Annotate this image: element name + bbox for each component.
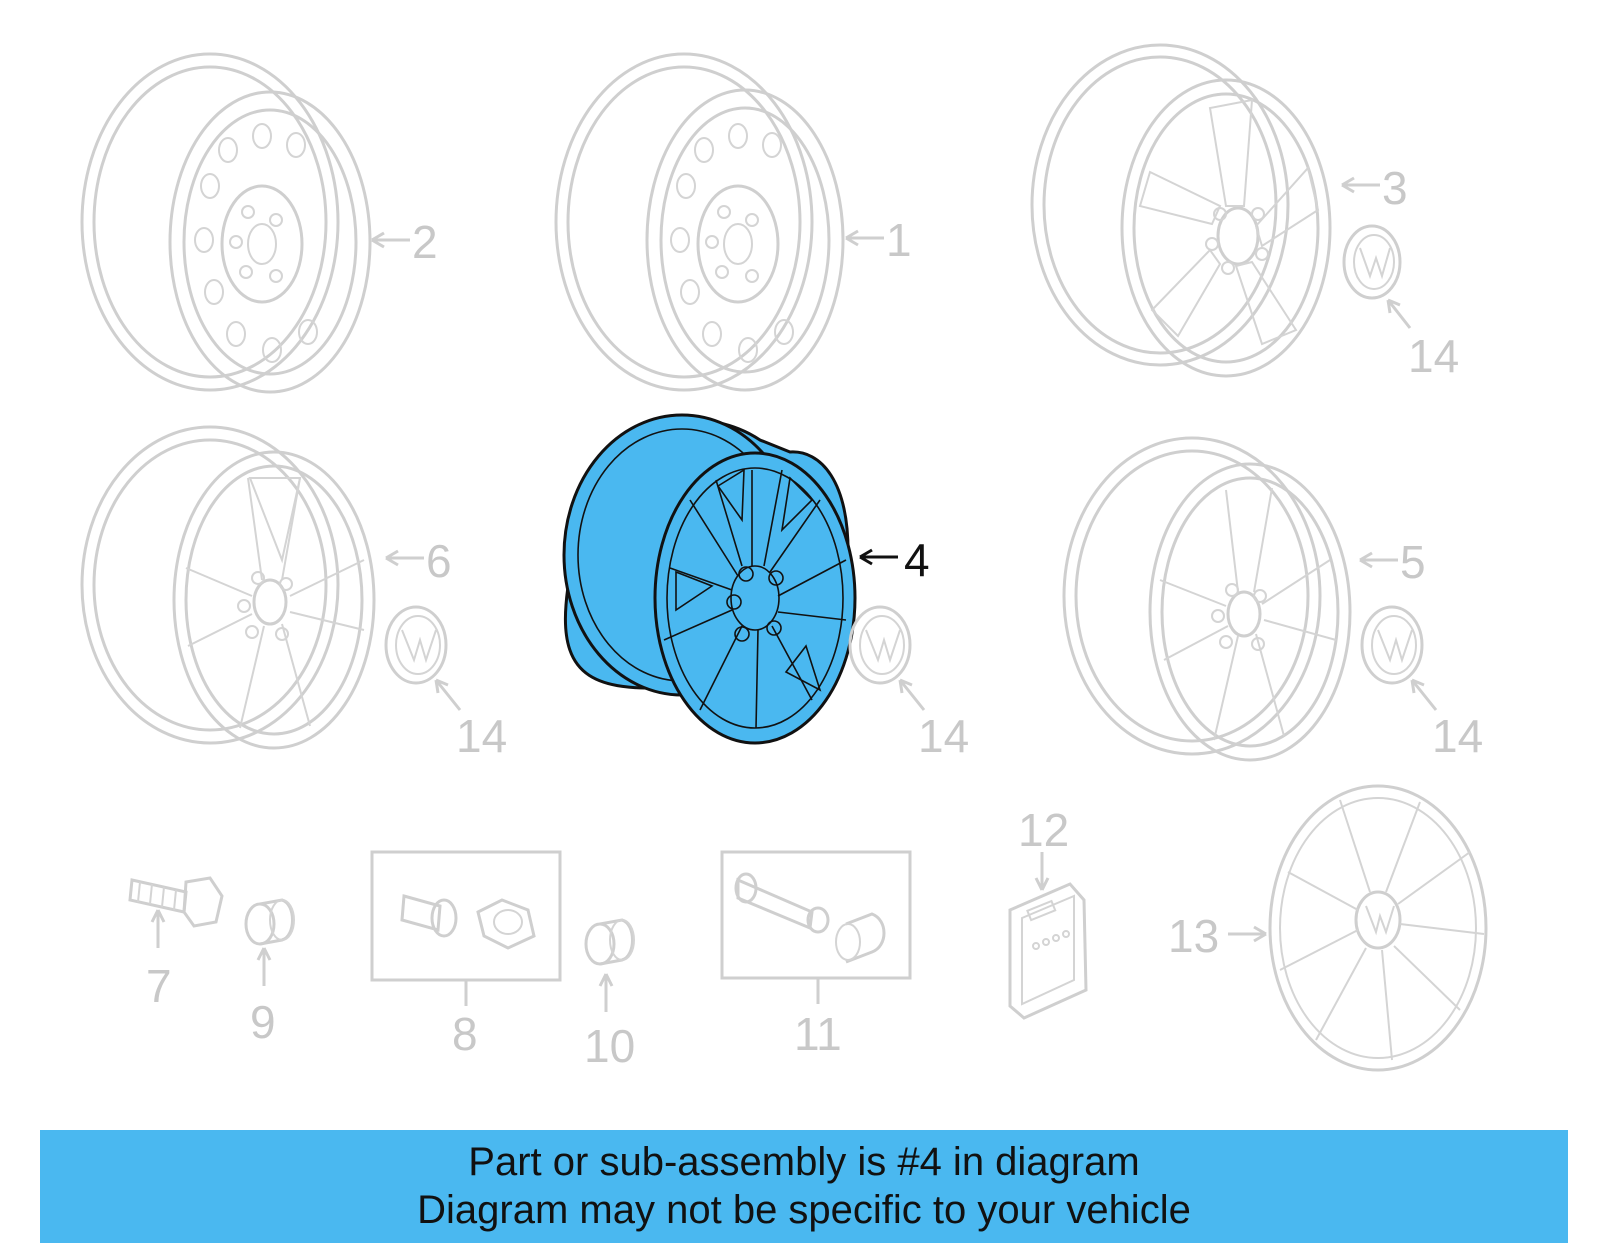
part-14-center-cap[interactable]: 14 [1360,605,1483,762]
info-banner: Part or sub-assembly is #4 in diagram Di… [40,1130,1568,1243]
part-8-lock-kit[interactable]: 8 [370,850,562,1060]
part-4-alloy-wheel-selected[interactable]: 4 [562,413,930,745]
part-10-nut-cap[interactable]: 10 [584,918,635,1072]
part-9-bolt-cap[interactable]: 9 [244,898,295,1048]
callout-7: 7 [146,960,172,1012]
callout-10: 10 [584,1020,635,1072]
part-2-steel-wheel[interactable]: 2 [80,52,438,394]
part-6-alloy-wheel[interactable]: 6 [80,425,452,750]
part-14-center-cap[interactable]: 14 [384,605,507,762]
callout-14-c: 14 [918,710,969,762]
callout-1: 1 [886,214,912,266]
callout-11: 11 [794,1008,842,1060]
part-14-center-cap[interactable]: 14 [1342,224,1459,382]
callout-4: 4 [904,534,930,586]
part-14-center-cap[interactable]: 14 [848,605,969,762]
callout-9: 9 [250,996,276,1048]
callout-8: 8 [452,1008,478,1060]
part-3-alloy-wheel[interactable]: 3 [1030,43,1408,378]
callout-14-a: 14 [1408,330,1459,382]
callout-5: 5 [1400,536,1426,588]
banner-line-1: Part or sub-assembly is #4 in diagram [468,1140,1140,1184]
callout-14-b: 14 [456,710,507,762]
part-12-tire-label[interactable]: 12 [1008,804,1088,1020]
part-11-valve-kit[interactable]: 11 [720,850,912,1060]
part-13-wheel-cover[interactable]: 13 [1168,784,1488,1072]
callout-3: 3 [1382,162,1408,214]
banner-line-2: Diagram may not be specific to your vehi… [417,1188,1191,1232]
part-1-steel-wheel[interactable]: 1 [554,52,912,392]
callout-14-d: 14 [1432,710,1483,762]
callout-13: 13 [1168,910,1219,962]
callout-12: 12 [1018,804,1069,856]
part-7-wheel-bolt[interactable]: 7 [128,876,224,1012]
callout-2: 2 [412,216,438,268]
callout-6: 6 [426,535,452,587]
part-5-alloy-wheel[interactable]: 5 [1062,436,1426,762]
